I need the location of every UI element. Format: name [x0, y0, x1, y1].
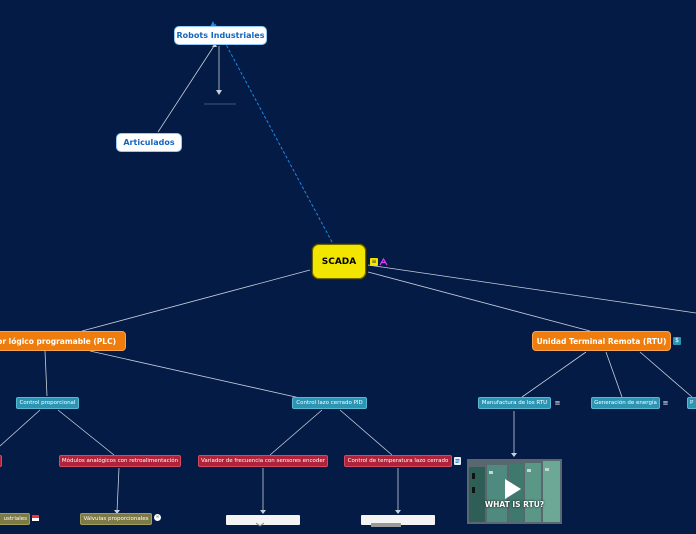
node-valvulas-proporcionales[interactable]: Válvulas proporcionales [80, 513, 152, 525]
connector-arrowhead [260, 510, 266, 514]
link-icon[interactable] [379, 258, 388, 266]
connector-plc-pid [89, 350, 301, 399]
connector-proporcional-modulos [57, 409, 115, 456]
connector-arrowhead [212, 43, 217, 47]
temperatura-image[interactable] [361, 515, 435, 527]
connector-plc-proporcional [44, 350, 48, 397]
connector-pid-temperatura [339, 409, 393, 456]
node-articulados[interactable]: Articulados [116, 133, 182, 152]
connector-modulos-valvulas [116, 467, 120, 513]
connector-scada-right [367, 264, 696, 314]
connector-scada-rtu [367, 271, 591, 332]
node-variador-frecuencia[interactable]: Variador de frecuencia con sensores enco… [198, 455, 328, 467]
node-robots-industriales[interactable]: Robots Industriales [174, 26, 267, 45]
node-partial-right[interactable]: P [687, 397, 696, 409]
node-scada-center[interactable]: SCADA [311, 243, 367, 280]
connector-proporcional-left [0, 409, 41, 447]
node-partial-left-olive[interactable]: ustriales [0, 513, 30, 525]
node-partial-left-red[interactable] [0, 455, 2, 467]
connector-pid-variador [269, 409, 323, 456]
node-modulos-analogicos[interactable]: Módulos analógicos con retroalimentación [59, 455, 181, 467]
flag-icon [32, 515, 39, 521]
connector-rtu-manufactura [521, 351, 587, 398]
notes-icon[interactable]: ≡ [662, 398, 669, 407]
connector-arrowhead [114, 510, 120, 514]
connector-scada-plc [81, 269, 311, 332]
node-generacion-energia[interactable]: Generación de energía [591, 397, 660, 409]
document-icon[interactable] [454, 457, 461, 465]
connector-rtu-generacion [605, 351, 623, 398]
variador-image[interactable] [226, 515, 300, 527]
video-caption: WHAT IS RTU? [484, 500, 545, 509]
dollar-icon[interactable]: $ [673, 337, 681, 345]
rtu-video-thumbnail[interactable]: WHAT IS RTU? [467, 459, 562, 524]
node-manufactura-rtu[interactable]: Manufactura de los RTU [478, 397, 551, 409]
node-control-pid[interactable]: Control lazo cerrado PID [292, 397, 367, 409]
node-control-proporcional[interactable]: Control proporcional [16, 397, 79, 409]
connector-arrowhead [511, 453, 517, 457]
dashed-link-scada-robots [214, 23, 333, 243]
connector-layer [0, 21, 696, 514]
play-icon[interactable] [505, 479, 521, 499]
connector-arrowhead [216, 90, 222, 95]
node-rtu[interactable]: Unidad Terminal Remota (RTU) [532, 331, 671, 351]
notes-icon[interactable]: ≡ [554, 398, 561, 407]
connector-rtu-right [639, 351, 693, 398]
connector-articulados-robots [157, 45, 215, 133]
node-control-temperatura[interactable]: Control de temperatura lazo cerrado [344, 455, 452, 467]
connector-arrowhead [395, 510, 401, 514]
node-plc[interactable]: ador lógico programable (PLC) [0, 331, 126, 351]
notes-icon[interactable]: ≡ [370, 258, 378, 266]
link-icon[interactable]: ∞ [154, 514, 161, 521]
